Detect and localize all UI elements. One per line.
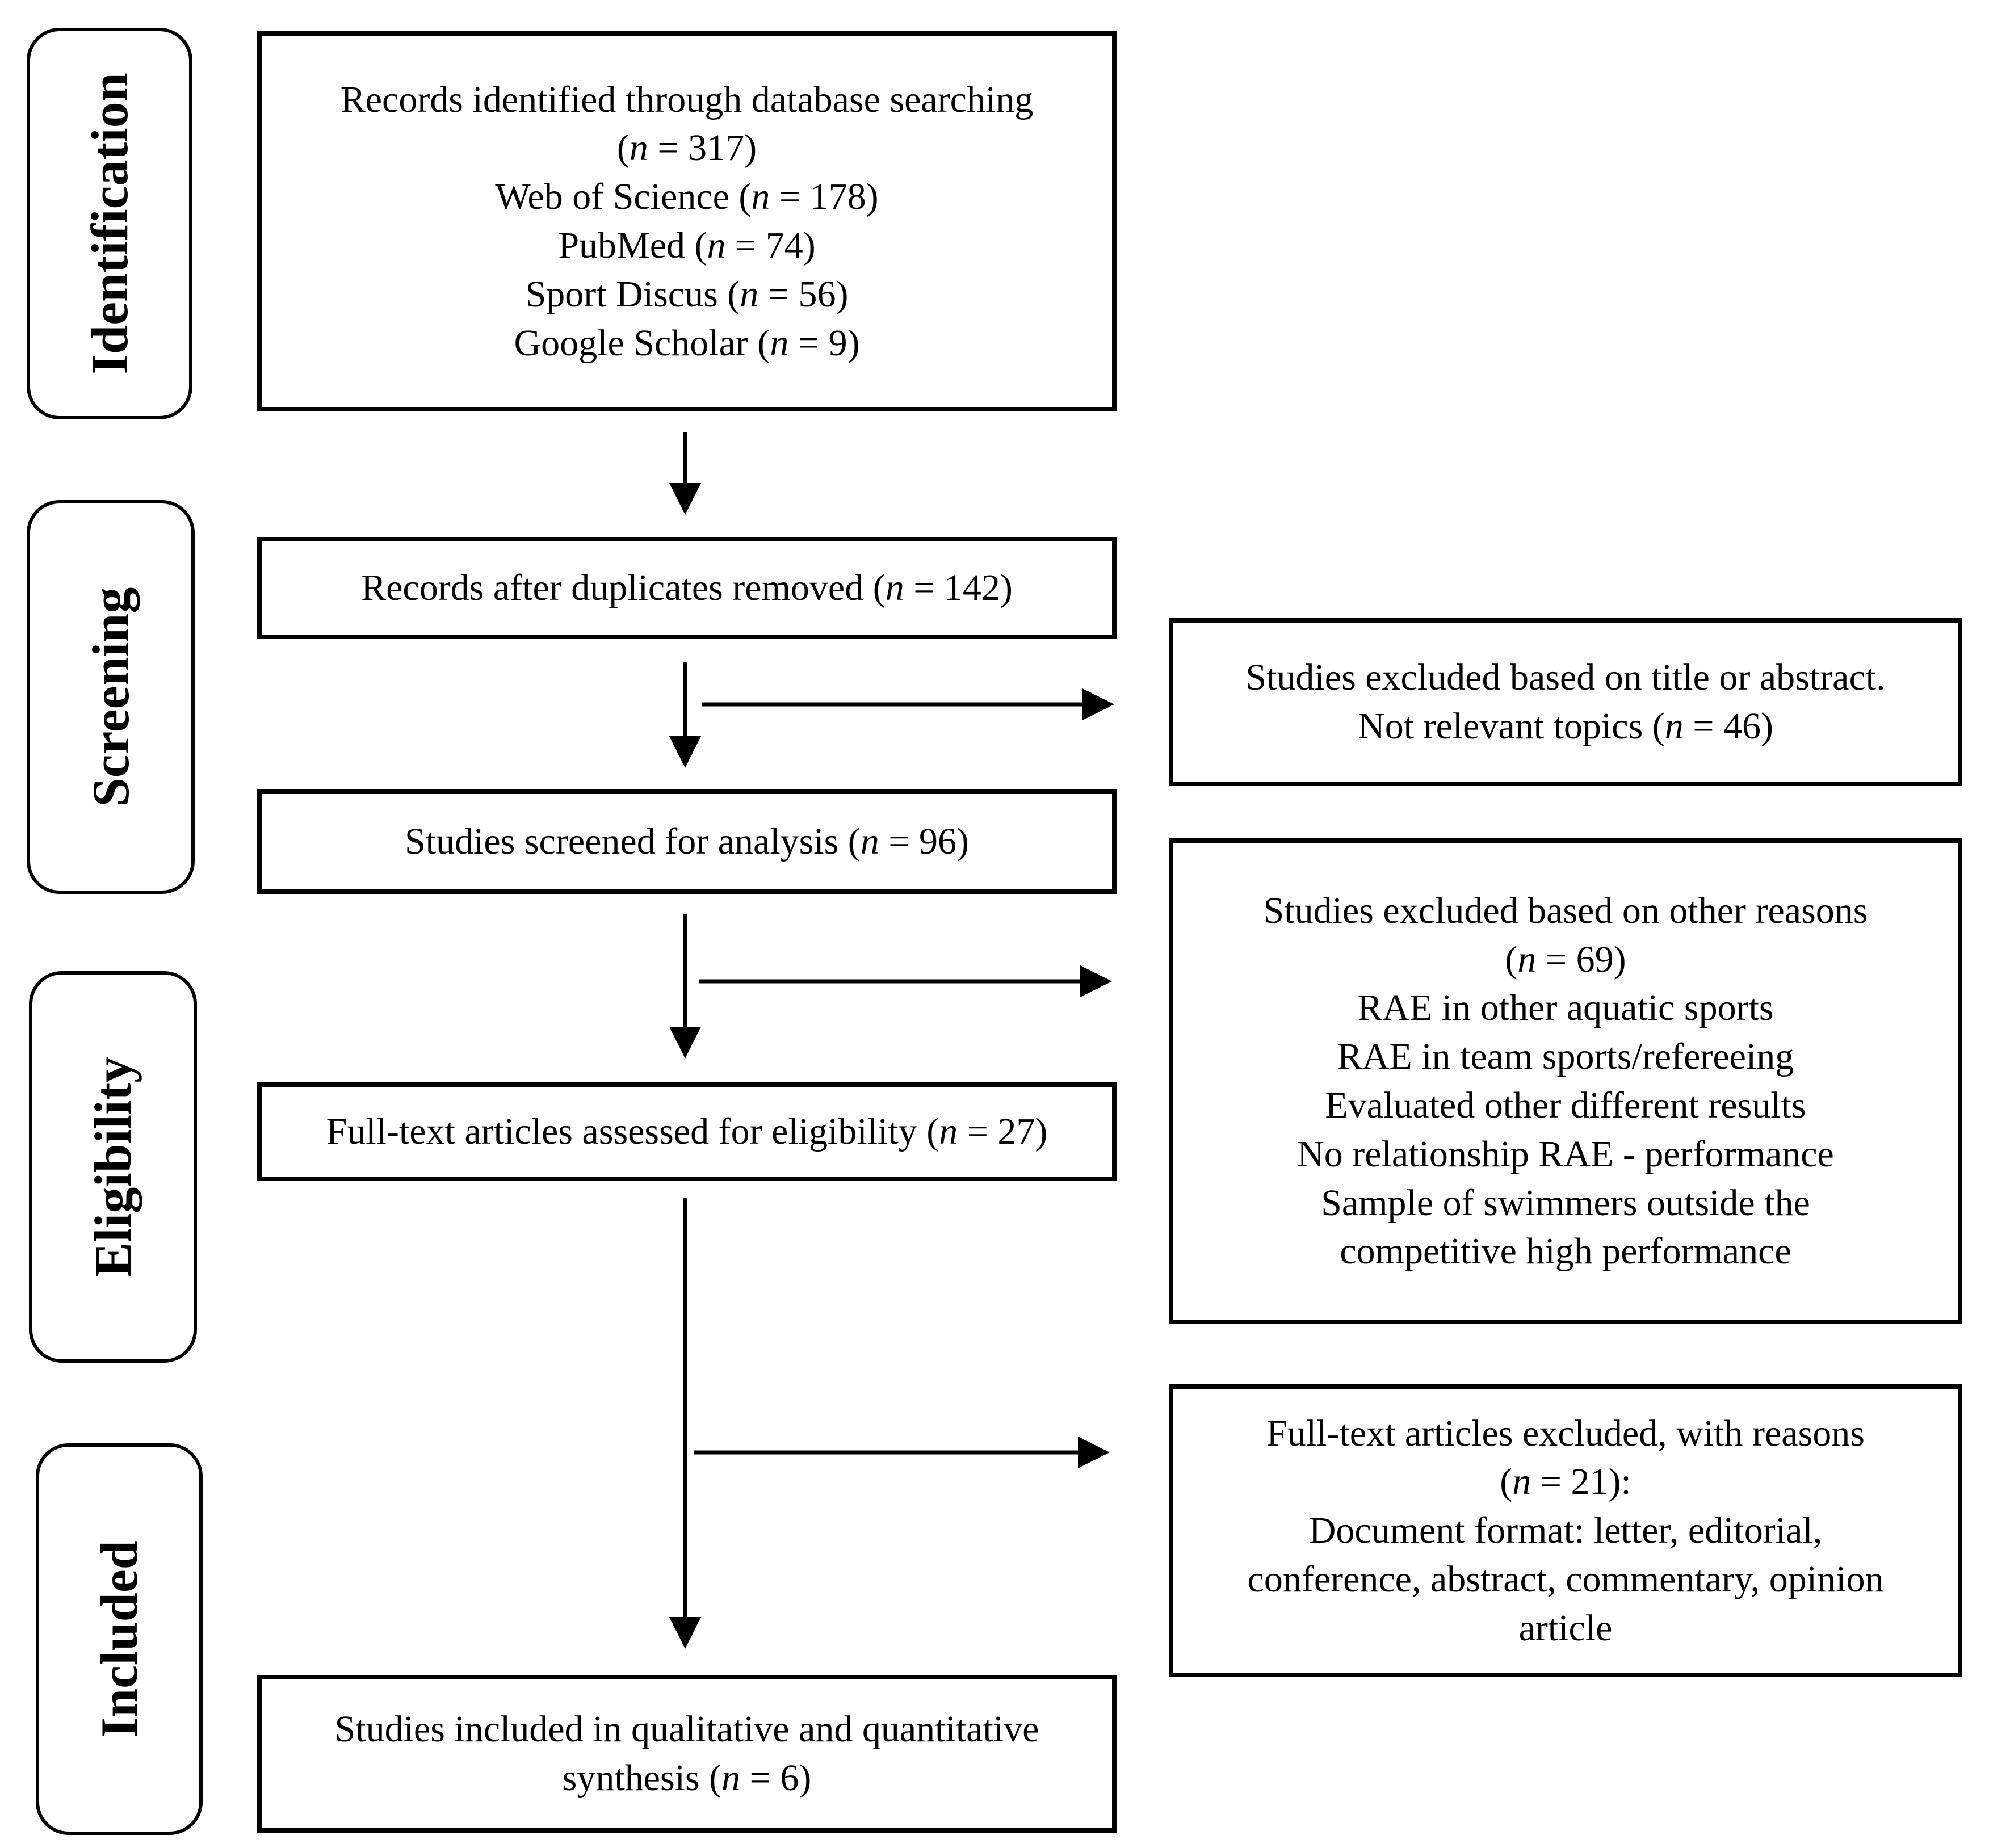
phase-identification: Identification <box>27 28 192 419</box>
excluded-other-line-7: Sample of swimmers outside the <box>1321 1182 1810 1224</box>
excluded-other-line-4: RAE in team sports/refereeing <box>1337 1036 1794 1078</box>
excluded-other-line-3: RAE in other aquatic sports <box>1357 987 1774 1029</box>
excluded-full-text-line-5: article <box>1518 1607 1613 1649</box>
source-pubmed: PubMed (n = 74) <box>558 225 816 266</box>
included-studies-line-2: synthesis (n = 6) <box>562 1757 812 1799</box>
phase-screening: Screening <box>27 500 195 894</box>
excluded-other-line-5: Evaluated other different results <box>1325 1085 1806 1126</box>
full-text-assessed-text: Full-text articles assessed for eligibil… <box>326 1111 1048 1153</box>
source-google-scholar: Google Scholar (n = 9) <box>514 322 860 364</box>
excluded-full-text-line-3: Document format: letter, editorial, <box>1308 1510 1823 1552</box>
excluded-title-abstract-box: Studies excluded based on title or abstr… <box>1169 618 1962 786</box>
records-identified-total: (n = 317) <box>616 127 757 169</box>
excluded-full-text-line-1: Full-text articles excluded, with reason… <box>1266 1412 1865 1454</box>
phase-included: Included <box>36 1443 203 1835</box>
source-sport-discus: Sport Discus (n = 56) <box>525 273 849 315</box>
source-web-of-science: Web of Science (n = 178) <box>495 176 879 218</box>
excluded-other-line-6: No relationship RAE - performance <box>1297 1133 1834 1175</box>
excluded-title-abstract-line-2: Not relevant topics (n = 46) <box>1358 705 1773 747</box>
records-identified-box: Records identified through database sear… <box>257 31 1117 411</box>
duplicates-removed-box: Records after duplicates removed (n = 14… <box>257 537 1117 639</box>
included-studies-box: Studies included in qualitative and quan… <box>257 1675 1117 1833</box>
excluded-other-reasons-box: Studies excluded based on other reasons … <box>1169 838 1962 1324</box>
duplicates-removed-text: Records after duplicates removed (n = 14… <box>361 567 1013 609</box>
excluded-full-text-line-4: conference, abstract, commentary, opinio… <box>1247 1558 1884 1600</box>
screened-text: Studies screened for analysis (n = 96) <box>405 821 969 863</box>
records-identified-title: Records identified through database sear… <box>340 78 1034 120</box>
excluded-other-line-2: (n = 69) <box>1505 938 1626 980</box>
excluded-other-line-1: Studies excluded based on other reasons <box>1263 889 1868 931</box>
included-studies-line-1: Studies included in qualitative and quan… <box>334 1708 1039 1750</box>
excluded-title-abstract-line-1: Studies excluded based on title or abstr… <box>1245 657 1886 699</box>
excluded-full-text-line-2: (n = 21): <box>1500 1461 1631 1503</box>
screened-box: Studies screened for analysis (n = 96) <box>257 789 1117 894</box>
excluded-full-text-box: Full-text articles excluded, with reason… <box>1169 1384 1962 1677</box>
excluded-other-line-8: competitive high performance <box>1340 1230 1791 1272</box>
full-text-assessed-box: Full-text articles assessed for eligibil… <box>257 1082 1117 1181</box>
phase-eligibility: Eligibility <box>29 971 197 1363</box>
